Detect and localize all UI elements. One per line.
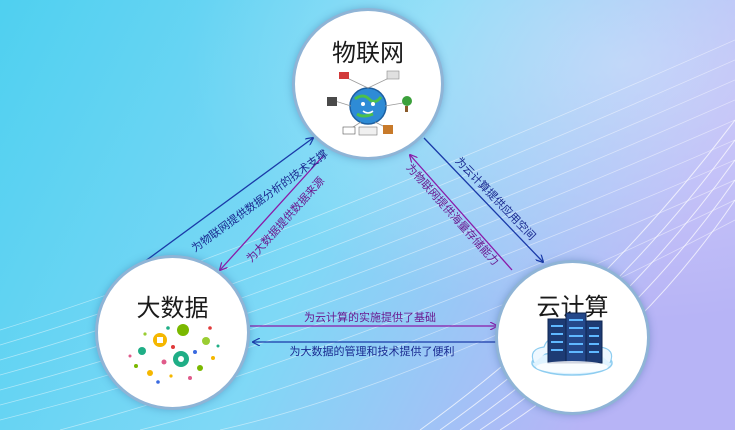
arrow-cloud-to-iot [410, 155, 513, 271]
arrow-bigdata-to-iot [143, 138, 313, 263]
node-bigdata-title: 大数据 [136, 294, 209, 322]
node-iot-title: 物联网 [332, 39, 404, 67]
label-bigdata-to-cloud: 为云计算的实施提供了基础 [304, 311, 436, 324]
arrow-iot-to-cloud [423, 137, 543, 262]
arrow-iot-to-bigdata [220, 154, 325, 270]
node-bigdata: 大数据 [95, 255, 250, 410]
label-cloud-to-bigdata: 为大数据的管理和技术提供了便利 [289, 345, 455, 358]
cloud-server-icon [531, 312, 613, 376]
node-cloud: 云计算 [495, 260, 650, 415]
bigdata-dots-icon [128, 324, 220, 384]
iot-globe-icon [327, 70, 412, 136]
node-iot: 物联网 [292, 8, 444, 160]
